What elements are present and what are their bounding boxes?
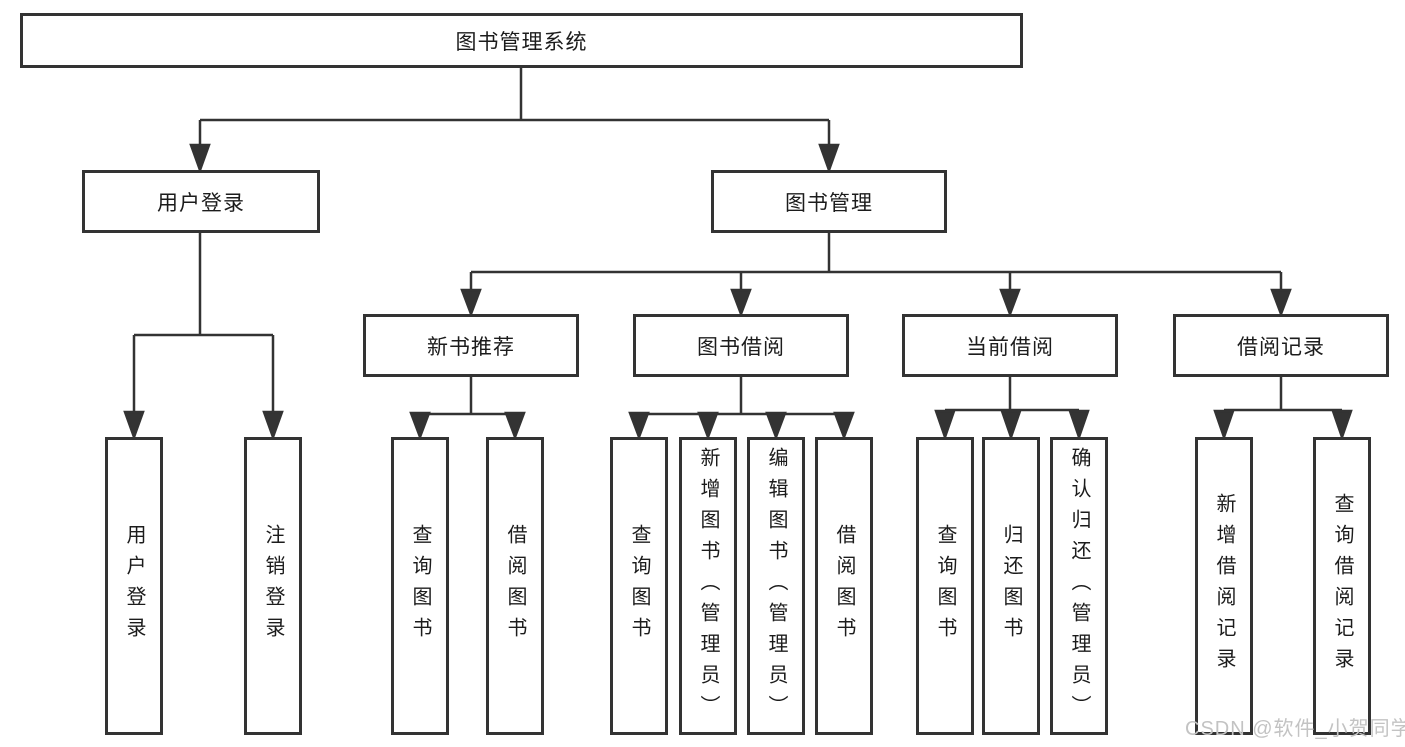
node-new-book-recommend: 新书推荐 [363, 314, 579, 377]
node-system-root: 图书管理系统 [20, 13, 1023, 68]
edge-borrow-record-to-leaves [1213, 377, 1353, 441]
edge-book-borrow-to-leaves [628, 377, 855, 441]
leaf-return-books: 归还图书 [982, 437, 1040, 735]
leaf-query-books-recommend: 查询图书 [391, 437, 449, 735]
leaf-query-borrow-record: 查询借阅记录 [1313, 437, 1371, 735]
node-label: 用户登录 [157, 191, 245, 215]
node-label: 查询图书 [934, 524, 956, 648]
node-borrow-record: 借阅记录 [1173, 314, 1389, 377]
node-user-login: 用户登录 [82, 170, 320, 233]
node-label: 当前借阅 [966, 335, 1054, 359]
node-label: 图书管理 [785, 191, 873, 215]
leaf-query-books-borrow: 查询图书 [610, 437, 668, 735]
edge-user-login-to-leaves [123, 233, 284, 441]
leaf-confirm-return-admin: 确认归还（管理员） [1050, 437, 1108, 735]
node-label: 新书推荐 [427, 335, 515, 359]
node-label: 查询借阅记录 [1331, 493, 1353, 679]
edge-current-borrow-to-leaves [934, 377, 1090, 441]
leaf-borrow-books-recommend: 借阅图书 [486, 437, 544, 735]
leaf-user-login: 用户登录 [105, 437, 163, 735]
csdn-watermark: CSDN @软件_小贺同学 [1185, 718, 1405, 740]
node-label: 查询图书 [409, 524, 431, 648]
leaf-query-books-current: 查询图书 [916, 437, 974, 735]
leaf-borrow-books: 借阅图书 [815, 437, 873, 735]
node-label: 新增借阅记录 [1213, 493, 1235, 679]
node-label: 借阅记录 [1237, 335, 1325, 359]
node-book-management: 图书管理 [711, 170, 947, 233]
edge-new-book-recommend-to-leaves [409, 377, 526, 441]
node-label: 确认归还（管理员） [1068, 446, 1090, 726]
leaf-edit-books-admin: 编辑图书（管理员） [747, 437, 805, 735]
node-label: 编辑图书（管理员） [765, 446, 787, 726]
node-current-borrow: 当前借阅 [902, 314, 1118, 377]
node-label: 借阅图书 [504, 524, 526, 648]
node-label: 用户登录 [123, 524, 145, 648]
leaf-add-books-admin: 新增图书（管理员） [679, 437, 737, 735]
node-label: 查询图书 [628, 524, 650, 648]
node-book-borrow: 图书借阅 [633, 314, 849, 377]
leaf-add-borrow-record: 新增借阅记录 [1195, 437, 1253, 735]
node-label: 新增图书（管理员） [697, 446, 719, 726]
node-label: 归还图书 [1000, 524, 1022, 648]
leaf-logout: 注销登录 [244, 437, 302, 735]
node-label: 注销登录 [262, 524, 284, 648]
node-label: 图书管理系统 [455, 30, 588, 54]
node-label: 图书借阅 [697, 335, 785, 359]
node-label: 借阅图书 [833, 524, 855, 648]
edge-book-management-to-level3 [460, 233, 1292, 318]
edge-root-to-level2 [189, 68, 840, 174]
